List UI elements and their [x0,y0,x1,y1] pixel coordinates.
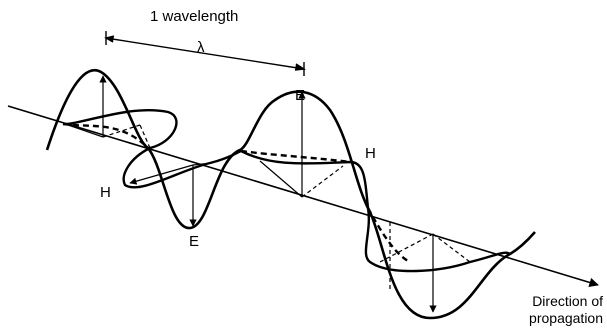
wavelength-label: 1 wavelength [150,8,239,25]
electric-field-label-top: E [295,87,306,104]
direction-line-1: Direction of [532,293,603,309]
wavelength-dimension [104,31,307,76]
magnetic-field-label-left: H [100,184,111,201]
magnetic-field-label-right: H [365,145,376,162]
direction-line-2: propagation [529,310,603,326]
magnetic-field-wave-middle [240,149,511,273]
electric-field-wave [45,68,536,320]
hidden-wave-segments [62,122,411,264]
magnetic-field-wave-front [62,109,242,189]
electric-field-label-bottom: E [189,233,200,250]
lambda-symbol: λ [197,39,205,56]
propagation-direction-label: Direction of propagation [529,293,603,327]
field-vectors [67,75,471,313]
